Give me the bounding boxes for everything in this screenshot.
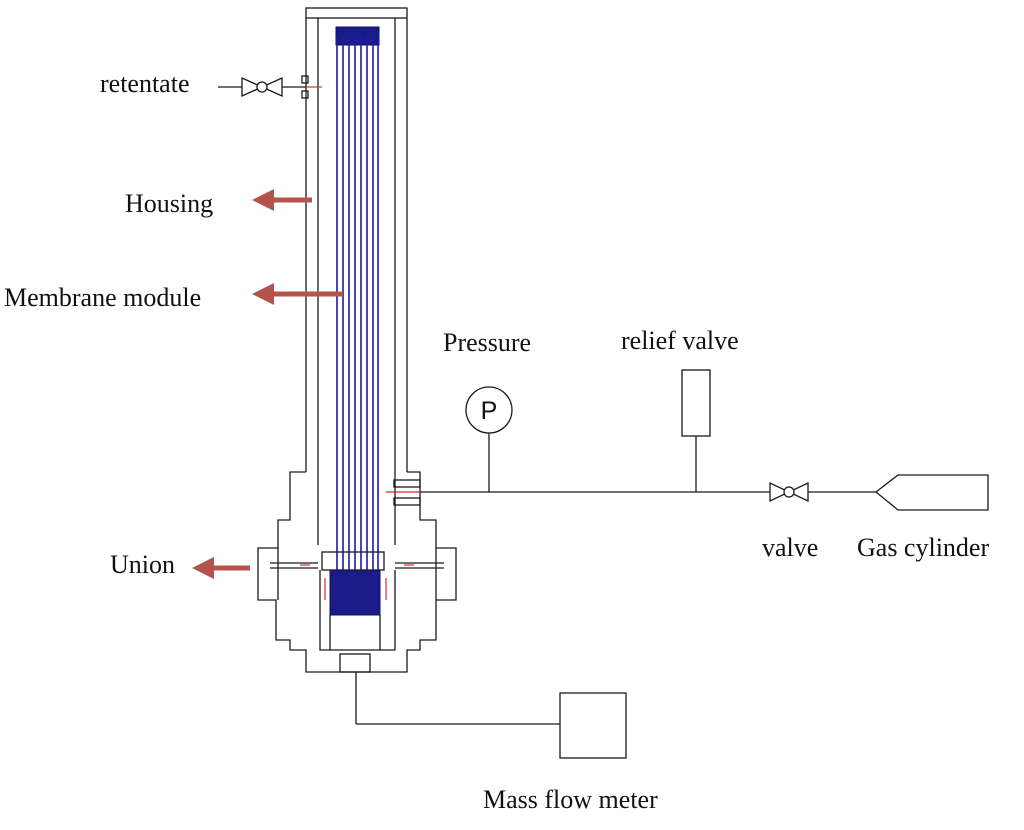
membrane-module	[329, 26, 381, 616]
gas-cylinder-icon[interactable]	[874, 474, 989, 511]
membrane-module-label: Membrane module	[4, 283, 201, 312]
retentate-valve-icon[interactable]	[241, 76, 283, 98]
label-arrows	[192, 189, 343, 579]
membrane-top-potting	[335, 26, 380, 46]
housing-top-cap	[305, 7, 408, 19]
feed-valve-icon[interactable]	[769, 481, 809, 503]
housing	[301, 7, 421, 545]
housing-arrow-icon	[252, 189, 312, 211]
pressure-gauge-letter: P	[481, 397, 498, 425]
feed-line	[386, 432, 876, 493]
pressure-label: Pressure	[443, 328, 531, 357]
permeate-line	[355, 672, 560, 725]
valve-label: valve	[762, 533, 818, 562]
gas-cylinder-label: Gas cylinder	[857, 533, 989, 562]
union-fitting	[257, 471, 457, 673]
union-label: Union	[110, 550, 175, 579]
retentate-label: retentate	[100, 69, 190, 98]
housing-label: Housing	[125, 189, 213, 218]
union-arrow-icon	[192, 557, 250, 579]
mass-flow-meter-icon[interactable]	[559, 692, 627, 759]
retentate-line	[218, 76, 322, 98]
membrane-module-arrow-icon	[252, 283, 343, 305]
mass-flow-meter-label: Mass flow meter	[483, 785, 658, 814]
membrane-bottom-potting	[329, 569, 381, 616]
relief-valve-label: relief valve	[621, 326, 739, 355]
relief-valve-icon[interactable]	[681, 369, 711, 437]
pressure-gauge-icon[interactable]: P	[465, 386, 513, 434]
